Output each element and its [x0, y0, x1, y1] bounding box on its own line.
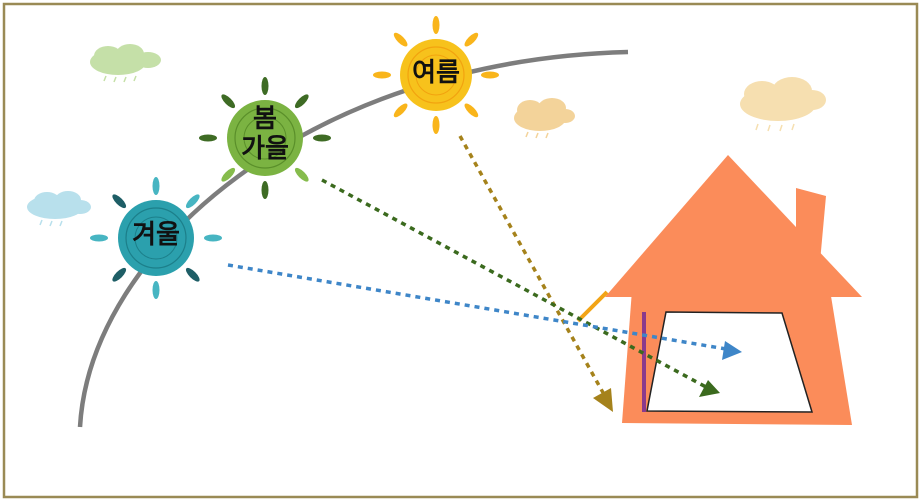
arrow-icon [722, 341, 742, 360]
cloud-icon [740, 77, 826, 132]
house-awning [576, 290, 609, 323]
winter-sun-ray [227, 263, 727, 351]
sun-icon [90, 177, 222, 299]
house-icon [576, 155, 862, 425]
cloud-icon [514, 98, 575, 139]
cloud-icon [27, 191, 91, 227]
house-roof [605, 155, 862, 297]
sun-icon [199, 77, 331, 199]
house-window [646, 311, 814, 413]
summer-label: 여름 [412, 58, 460, 88]
arrow-icon [593, 388, 613, 412]
autumn-label-line2: 가을 [241, 134, 289, 164]
spring-sun-ray [321, 178, 707, 389]
sun-icon [373, 16, 499, 134]
spring-label-line1: 봄 [253, 104, 277, 134]
sun-path-arc [77, 49, 629, 428]
arrow-icon [699, 380, 720, 397]
cloud-icon [90, 44, 161, 83]
winter-label: 겨울 [132, 220, 180, 250]
